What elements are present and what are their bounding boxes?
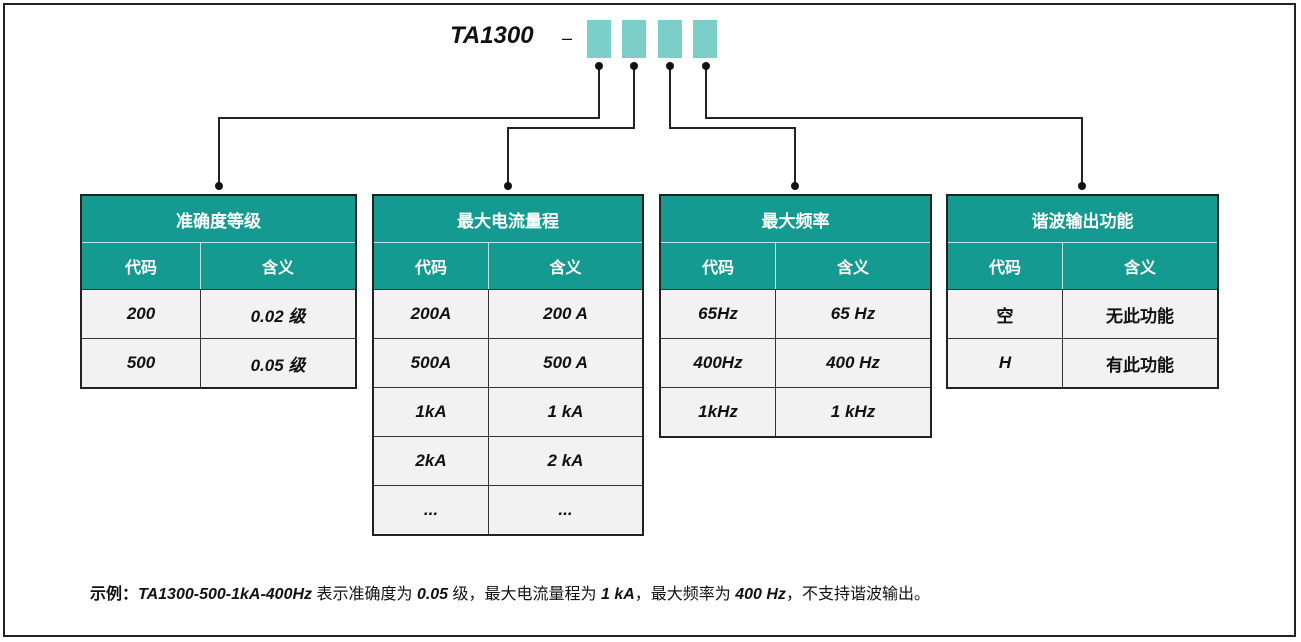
cell-code: 1kA [374,388,489,436]
example-text: ，不支持谐波输出。 [785,586,930,603]
example-note: 示例：TA1300-500-1kA-400Hz 表示准确度为 0.05 级，最大… [90,580,930,604]
table-subheader: 代码 含义 [661,243,930,289]
col-code-header: 代码 [374,243,489,289]
code-slot-current [622,20,646,58]
code-slot-frequency [658,20,682,58]
cell-meaning: 无此功能 [1106,306,1174,326]
cell-meaning: 65 Hz [830,304,876,323]
table-row: 400Hz 400 Hz [661,338,930,387]
table-row: 空 无此功能 [948,289,1217,338]
example-code: TA1300-500-1kA-400Hz [138,586,313,603]
connector-dot [791,182,799,190]
col-code-header: 代码 [661,243,776,289]
diagram-frame [3,3,1296,637]
connector-dot [595,62,603,70]
cell-code: H [948,339,1063,387]
code-slot-accuracy [587,20,611,58]
col-code-header: 代码 [82,243,201,289]
table-row: 2kA 2 kA [374,436,642,485]
example-text: ，最大频率为 [634,586,736,603]
cell-code: 500A [374,339,489,387]
table-max-frequency: 最大频率 代码 含义 65Hz 65 Hz 400Hz 400 Hz 1kHz … [659,194,932,438]
table-title: 准确度等级 [82,196,355,243]
table-title: 最大频率 [661,196,930,243]
col-meaning-header: 含义 [549,260,582,277]
table-subheader: 代码 含义 [82,243,355,289]
connector-dot [1078,182,1086,190]
example-text: 表示准确度为 [312,586,417,603]
connector-dot [504,182,512,190]
cell-code: ... [374,486,489,534]
connector-frequency [669,66,796,186]
table-accuracy: 准确度等级 代码 含义 200 0.02 级 500 0.05 级 [80,194,357,389]
example-text: 级，最大电流量程为 [448,586,601,603]
col-meaning-header: 含义 [1123,260,1156,277]
table-row: 65Hz 65 Hz [661,289,930,338]
table-subheader: 代码 含义 [374,243,642,289]
cell-meaning: 1 kA [547,402,584,421]
table-row: 500A 500 A [374,338,642,387]
connector-dot [666,62,674,70]
model-title: TA1300 [450,22,534,49]
example-value: 0.05 [416,586,449,603]
table-title: 最大电流量程 [374,196,642,243]
col-code-header: 代码 [948,243,1063,289]
cell-meaning: 0.05 级 [250,355,306,375]
table-harmonic-output: 谐波输出功能 代码 含义 空 无此功能 H 有此功能 [946,194,1219,389]
table-row: 200A 200 A [374,289,642,338]
cell-meaning: 400 Hz [826,353,880,372]
cell-code: 2kA [374,437,489,485]
code-slot-harmonic [693,20,717,58]
connector-harmonic [705,66,1083,186]
example-label: 示例： [90,586,139,603]
cell-meaning: 有此功能 [1106,355,1174,375]
cell-meaning: ... [558,500,573,519]
cell-meaning: 500 A [543,353,588,372]
cell-code: 200 [82,290,201,338]
table-subheader: 代码 含义 [948,243,1217,289]
cell-code: 200A [374,290,489,338]
table-row: ... ... [374,485,642,534]
cell-code: 空 [948,290,1063,338]
cell-meaning: 200 A [543,304,588,323]
cell-code: 1kHz [661,388,776,436]
connector-accuracy [218,66,600,186]
cell-code: 65Hz [661,290,776,338]
example-value: 400 Hz [735,586,786,603]
table-row: 1kA 1 kA [374,387,642,436]
cell-meaning: 2 kA [547,451,584,470]
cell-meaning: 0.02 级 [250,306,306,326]
cell-code: 400Hz [661,339,776,387]
col-meaning-header: 含义 [261,260,294,277]
connector-dot [215,182,223,190]
col-meaning-header: 含义 [836,260,869,277]
table-row: H 有此功能 [948,338,1217,387]
table-row: 500 0.05 级 [82,338,355,387]
cell-code: 500 [82,339,201,387]
table-row: 200 0.02 级 [82,289,355,338]
table-max-current: 最大电流量程 代码 含义 200A 200 A 500A 500 A 1kA 1… [372,194,644,536]
table-title: 谐波输出功能 [948,196,1217,243]
model-dash: – [562,28,573,48]
example-value: 1 kA [600,586,635,603]
connector-dot [702,62,710,70]
connector-dot [630,62,638,70]
table-row: 1kHz 1 kHz [661,387,930,436]
cell-meaning: 1 kHz [830,402,876,421]
connector-current [507,66,635,186]
